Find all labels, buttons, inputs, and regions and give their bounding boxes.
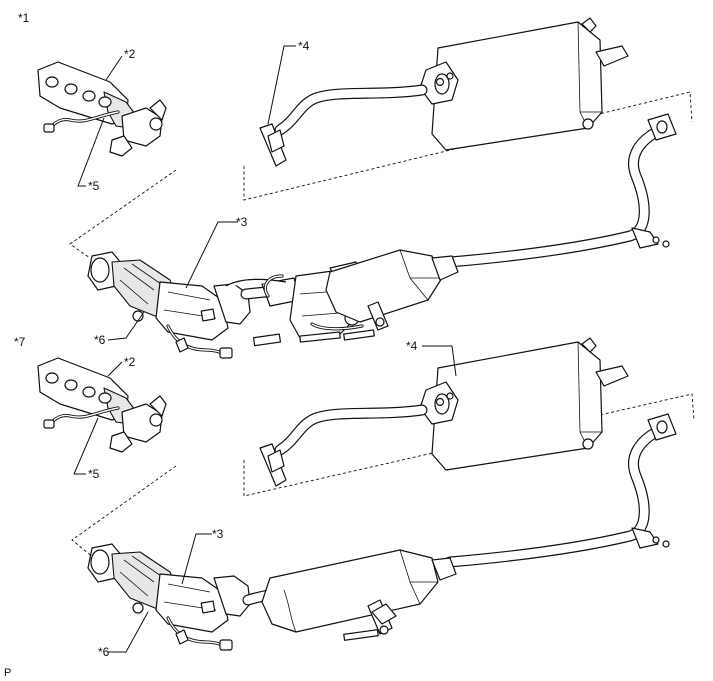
callout-label-3-top: *3 xyxy=(236,215,248,229)
callout-label-1: *1 xyxy=(18,11,30,25)
callout-label-4-top: *4 xyxy=(298,39,310,53)
callout-label-5-top: *5 xyxy=(88,179,100,193)
callout-label-6-top: *6 xyxy=(94,333,106,347)
figure-code: P xyxy=(4,667,12,679)
callout-label-6-bottom: *6 xyxy=(98,645,110,659)
callout-label-2-top: *2 xyxy=(124,47,136,61)
dashed-connector-manifold-bottom xyxy=(71,465,177,559)
top-assembly xyxy=(36,18,693,360)
dashed-connector-manifold-top xyxy=(69,169,177,259)
exhaust-manifold-bottom xyxy=(36,356,168,454)
front-muffler-bottom xyxy=(242,549,457,641)
front-catalytic-converter-bottom xyxy=(86,542,252,652)
dashed-connector-muffler-top xyxy=(243,91,693,201)
exhaust-manifold-top xyxy=(36,60,168,158)
callout-label-5-bottom: *5 xyxy=(88,467,100,481)
callout-label-4-bottom: *4 xyxy=(406,339,418,353)
leader-lines xyxy=(73,45,457,653)
bottom-assembly xyxy=(36,338,695,652)
callout-label-3-bottom: *3 xyxy=(212,527,224,541)
front-muffler-top xyxy=(325,249,459,341)
front-catalytic-converter-top xyxy=(86,250,252,360)
tailpipe-muffler-top xyxy=(260,18,628,166)
tailpipe-muffler-bottom xyxy=(260,338,628,486)
callout-label-2-bottom: *2 xyxy=(124,355,136,369)
callout-label-7: *7 xyxy=(14,335,26,349)
